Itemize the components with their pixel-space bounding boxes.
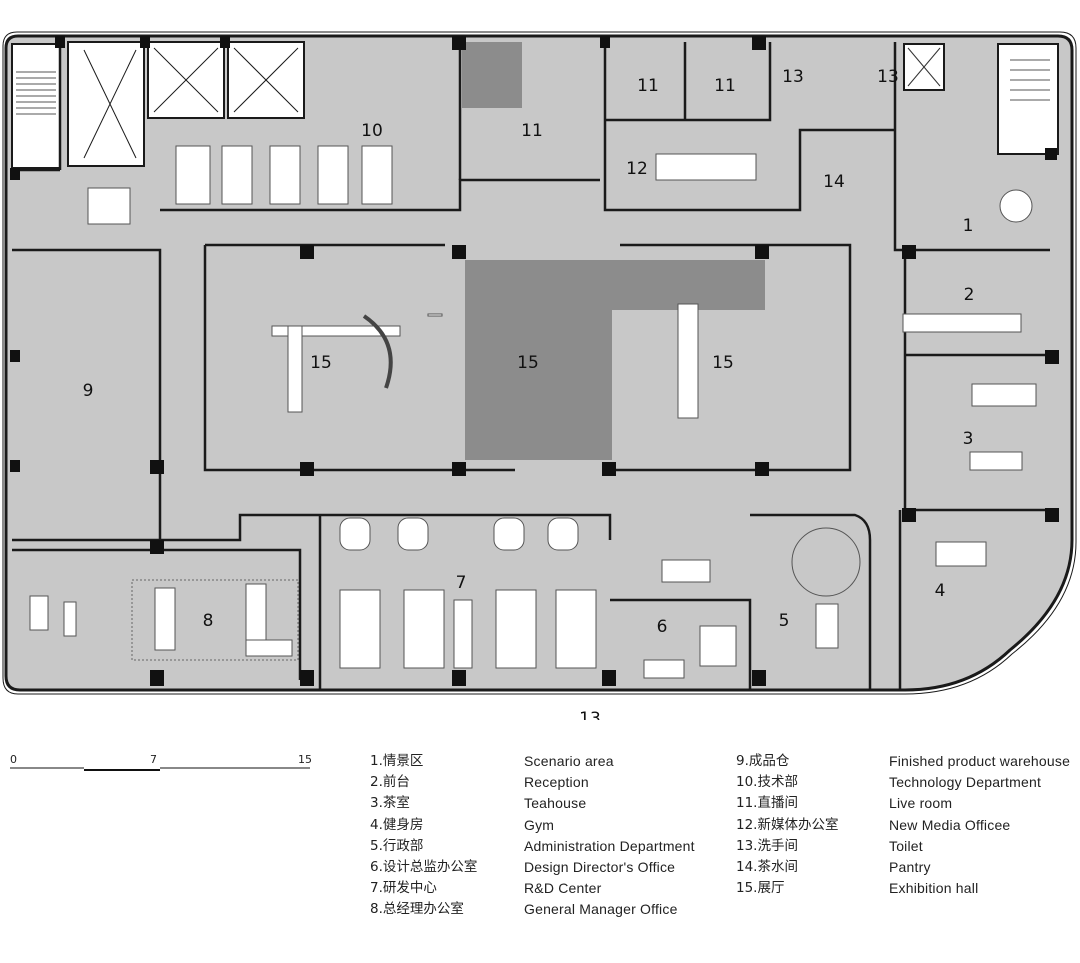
legend-chinese-col-2: 9.成品仓 10.技术部 11.直播间 12.新媒体办公室 13.洗手间 14.… <box>736 751 838 899</box>
room-label: 5 <box>779 611 790 631</box>
room-label: 4 <box>935 581 946 601</box>
furniture <box>29 145 1037 679</box>
room-label: 13 <box>782 67 804 87</box>
round-table <box>999 189 1033 223</box>
columns <box>10 36 1059 686</box>
room-label: 12 <box>626 159 648 179</box>
legend-item: Toilet <box>889 837 923 854</box>
room-label: 14 <box>823 172 845 192</box>
legend-item: 11.直播间 <box>736 795 798 812</box>
room-label: 7 <box>456 573 467 593</box>
stair-left <box>11 43 61 169</box>
room-label: 9 <box>83 381 94 401</box>
admin-rug <box>791 527 861 597</box>
legend-item: Gym <box>524 816 555 833</box>
room-label: 8 <box>203 611 214 631</box>
legend-item: Teahouse <box>524 795 587 812</box>
legend-item: General Manager Office <box>524 901 678 918</box>
legend-english-col-1: Scenario area Reception Teahouse Gym Adm… <box>524 751 695 921</box>
legend-item: Pantry <box>889 859 931 876</box>
stair-right <box>903 43 1059 155</box>
room-label: 15 <box>517 353 539 373</box>
elevator-shafts <box>67 41 305 167</box>
legend-item: Finished product warehouse <box>889 753 1071 769</box>
scale-bar: 0 7 15 <box>0 750 330 790</box>
gm-office-rug <box>131 579 299 661</box>
bottom-label: 13 <box>579 709 601 720</box>
legend-item: 14.茶水间 <box>736 859 798 876</box>
room-label: 15 <box>310 353 332 373</box>
room-label: 15 <box>712 353 734 373</box>
legend-item: 1.情景区 <box>370 753 424 769</box>
room-label: 11 <box>637 76 659 96</box>
legend-item: 4.健身房 <box>370 816 424 833</box>
room-label: 11 <box>714 76 736 96</box>
scale-tick-label: 15 <box>298 753 312 766</box>
room-label: 11 <box>521 121 543 141</box>
legend-item: 3.茶室 <box>370 795 410 812</box>
legend-item: 15.展厅 <box>736 880 785 897</box>
legend-item: 2.前台 <box>370 774 410 791</box>
legend-item: Design Director's Office <box>524 859 676 876</box>
legend-english-col-2: Finished product warehouse Technology De… <box>889 751 1070 899</box>
legend-item: 13.洗手间 <box>736 837 798 854</box>
floor-plan: 1 2 3 4 5 6 7 8 9 10 11 11 11 12 13 13 1… <box>2 31 1077 720</box>
room-label: 10 <box>361 121 383 141</box>
legend-item: 12.新媒体办公室 <box>736 816 839 833</box>
legend-item: R&D Center <box>524 880 602 897</box>
legend-item: 8.总经理办公室 <box>370 901 464 918</box>
legend-item: 10.技术部 <box>736 774 798 791</box>
legend-item: Administration Department <box>524 837 695 854</box>
legend-item: Scenario area <box>524 753 614 769</box>
legend-item: Reception <box>524 774 589 791</box>
legend-item: 6.设计总监办公室 <box>370 859 478 876</box>
legend-item: Technology Department <box>889 774 1042 791</box>
legend-item: Exhibition hall <box>889 880 979 897</box>
legend-item: Live room <box>889 795 953 812</box>
legend-item: 7.研发中心 <box>370 880 437 897</box>
room-label: 1 <box>963 216 974 236</box>
room-label: 6 <box>657 617 668 637</box>
legend-item: New Media Officee <box>889 816 1011 833</box>
exhibit-arc <box>362 314 393 389</box>
legend-item: 5.行政部 <box>370 837 424 854</box>
scale-tick-label: 7 <box>150 753 157 766</box>
room-label: 13 <box>877 67 899 87</box>
room-label: 3 <box>963 429 974 449</box>
scale-tick-label: 0 <box>10 753 17 766</box>
room-labels: 1 2 3 4 5 6 7 8 9 10 11 11 11 12 13 13 1… <box>83 67 975 720</box>
outer-rim <box>2 31 1077 695</box>
room-label: 2 <box>964 285 975 305</box>
legend-chinese-col-1: 1.情景区 2.前台 3.茶室 4.健身房 5.行政部 6.设计总监办公室 7.… <box>370 751 477 921</box>
legend-item: 9.成品仓 <box>736 753 790 769</box>
